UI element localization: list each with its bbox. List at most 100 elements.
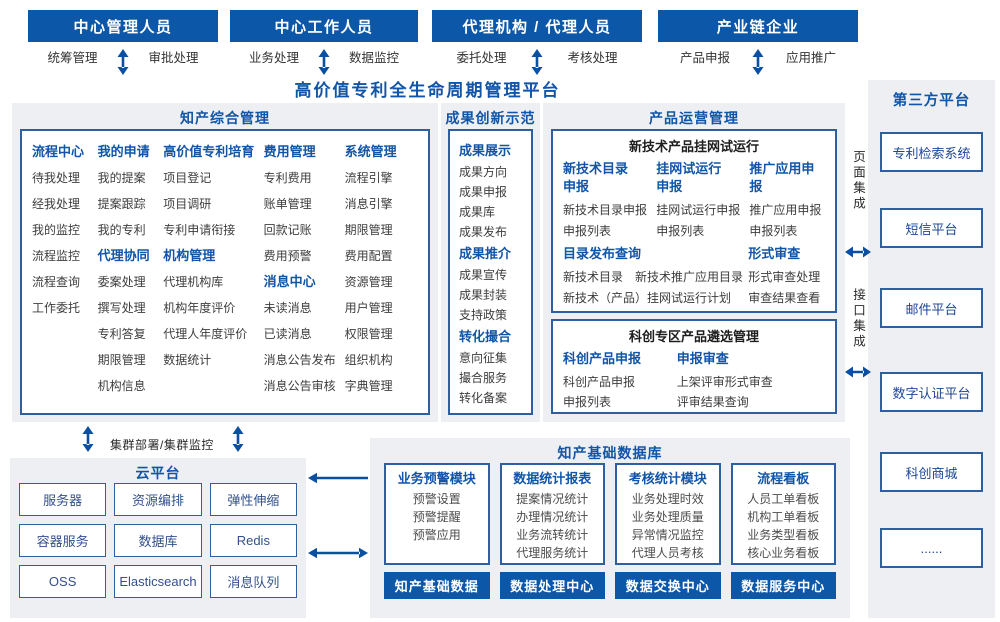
- group-header: 形式审查: [748, 246, 801, 261]
- trial-bottom-group: 目录发布查询新技术目录 新技术推广应用目录新技术（产品）挂网试运行计划: [563, 245, 744, 309]
- group-item: 消息公告审核: [263, 379, 336, 393]
- group-header: 申报审查: [676, 351, 729, 366]
- group-item: 账单管理: [263, 197, 312, 211]
- group-item: 成果库: [459, 205, 496, 219]
- third-party-box: 科创商城: [880, 452, 983, 492]
- cloud-box: OSS: [19, 565, 107, 598]
- group-item: 成果申报: [459, 185, 508, 199]
- module-item: 代理人员考核: [631, 546, 704, 560]
- group-item: 期限管理: [97, 353, 146, 367]
- db-columns: 业务预警模块预警设置预警提醒预警应用知产基础数据数据统计报表提案情况统计办理情况…: [384, 463, 836, 599]
- ip-column: 高价值专利培育项目登记项目调研专利申请衔接机构管理代理机构库机构年度评价代理人年…: [163, 139, 263, 405]
- db-center-bar: 数据服务中心: [730, 572, 836, 599]
- cluster-label: 集群部署/集群监控: [110, 438, 214, 452]
- group-item: 数据统计: [163, 353, 212, 367]
- module-item: 异常情况监控: [631, 528, 704, 542]
- group-item: 项目登记: [163, 171, 212, 185]
- cloud-box: 数据库: [114, 524, 202, 557]
- db-column: 数据统计报表提案情况统计办理情况统计业务流转统计代理服务统计数据处理中心: [499, 463, 605, 599]
- group-item: 提案跟踪: [97, 197, 146, 211]
- role-sub-labels: 统筹管理 审批处理: [28, 42, 218, 75]
- db-center-bar: 数据处理中心: [499, 572, 605, 599]
- group-item: 机构信息: [97, 379, 146, 393]
- cloud-box: 资源编排: [114, 483, 202, 516]
- role-right-label: 数据监控: [348, 50, 399, 65]
- cloud-box: 消息队列: [209, 565, 297, 598]
- section-ip-title: 知产综合管理: [180, 110, 270, 126]
- trial-bottom-group: 形式审查形式审查处理审查结果查看: [748, 245, 825, 309]
- cluster-arrow-left-icon: [82, 426, 94, 452]
- module-item: 预警提醒: [412, 510, 461, 524]
- role-title: 产业链企业: [658, 10, 858, 42]
- module-item: 人员工单看板: [747, 492, 820, 506]
- group-item: 我的专利: [97, 223, 146, 237]
- module-header: 数据统计报表: [513, 471, 592, 486]
- group-item: 意向征集: [459, 351, 508, 365]
- ip-column: 系统管理流程引擎消息引擎期限管理费用配置资源管理用户管理权限管理组织机构字典管理: [345, 139, 418, 405]
- group-item: 工作委托: [32, 301, 81, 315]
- group-item: 组织机构: [344, 353, 393, 367]
- group-header: 消息中心: [263, 274, 316, 289]
- group-item: 新技术目录申报: [563, 203, 648, 217]
- third-party-box: 数字认证平台: [880, 372, 983, 412]
- group-item: 回款记账: [263, 223, 312, 237]
- group-item: 上架评审形式审查: [676, 375, 773, 389]
- cloud-box: 容器服务: [19, 524, 107, 557]
- role-sub-labels: 产品申报应用推广: [658, 42, 858, 75]
- group-item: 推广应用申报: [749, 203, 822, 217]
- module-item: 办理情况统计: [516, 510, 589, 524]
- section-product-ops-title: 产品运营管理: [649, 110, 739, 126]
- role-right-label: 应用推广: [785, 50, 836, 65]
- role-group: 中心管理人员统筹管理审批处理: [28, 10, 218, 80]
- trial-column: 新技术目录 申报新技术目录申报申报列表: [563, 160, 652, 242]
- group-item: 代理机构库: [163, 275, 224, 289]
- up-down-arrow-icon: [117, 49, 129, 75]
- up-down-arrow-icon: [318, 49, 330, 75]
- third-party-panel: 第三方平台 专利检索系统短信平台邮件平台数字认证平台科创商城......: [868, 80, 995, 618]
- module-item: 机构工单看板: [747, 510, 820, 524]
- group-item: 科创产品申报: [563, 375, 636, 389]
- group-item: 申报列表: [563, 395, 612, 409]
- role-right-label: 审批处理: [148, 50, 199, 65]
- module-header: 考核统计模块: [628, 471, 707, 486]
- group-item: 形式审查处理: [748, 270, 821, 284]
- select-column: 申报审查上架评审形式审查评审结果查询: [677, 350, 825, 412]
- group-item: 权限管理: [344, 327, 393, 341]
- db-module-box: 数据统计报表提案情况统计办理情况统计业务流转统计代理服务统计: [499, 463, 605, 565]
- platform-title: 高价值专利全生命周期管理平台: [294, 81, 561, 100]
- db-center-bar: 知产基础数据: [384, 572, 490, 599]
- page-integration-arrow-icon: [845, 246, 871, 258]
- group-item: 专利申请衔接: [163, 223, 236, 237]
- cloud-box: 弹性伸缩: [209, 483, 297, 516]
- module-item: 业务处理质量: [631, 510, 704, 524]
- db-module-box: 业务预警模块预警设置预警提醒预警应用: [384, 463, 490, 565]
- role-right-label: 考核处理: [567, 50, 618, 65]
- cloud-title: 云平台: [135, 465, 181, 481]
- role-sub-labels: 业务处理 数据监控: [230, 42, 418, 75]
- group-item: 我的提案: [97, 171, 146, 185]
- role-left-label: 业务处理: [248, 50, 299, 65]
- group-item: 委案处理: [97, 275, 146, 289]
- db-panel: 知产基础数据库 业务预警模块预警设置预警提醒预警应用知产基础数据数据统计报表提案…: [370, 438, 850, 618]
- db-module-box: 考核统计模块业务处理时效业务处理质量异常情况监控代理人员考核: [615, 463, 721, 565]
- role-left-label: 统筹管理: [47, 50, 98, 65]
- subbox-title: 科创专区产品遴选管理: [628, 329, 759, 344]
- group-header: 高价值专利培育: [163, 144, 255, 159]
- group-item: 流程查询: [32, 275, 81, 289]
- group-item: 新技术目录 新技术推广应用目录: [563, 270, 744, 284]
- group-item: 未读消息: [263, 301, 312, 315]
- cluster-arrow-right-icon: [232, 426, 244, 452]
- db-module-box: 流程看板人员工单看板机构工单看板业务类型看板核心业务看板: [730, 463, 836, 565]
- group-item: 消息公告发布: [263, 353, 336, 367]
- group-item: 费用预警: [263, 249, 312, 263]
- third-party-box: 专利检索系统: [880, 132, 983, 172]
- trial-bottom: 目录发布查询新技术目录 新技术推广应用目录新技术（产品）挂网试运行计划形式审查形…: [563, 245, 825, 309]
- group-item: 字典管理: [344, 379, 393, 393]
- trial-column: 推广应用申报推广应用申报申报列表: [749, 160, 825, 242]
- module-item: 提案情况统计: [516, 492, 589, 506]
- group-header: 代理协同: [97, 248, 150, 263]
- ip-column: 流程中心待我处理经我处理我的监控流程监控流程查询工作委托: [32, 139, 98, 405]
- db-column: 业务预警模块预警设置预警提醒预警应用知产基础数据: [384, 463, 490, 599]
